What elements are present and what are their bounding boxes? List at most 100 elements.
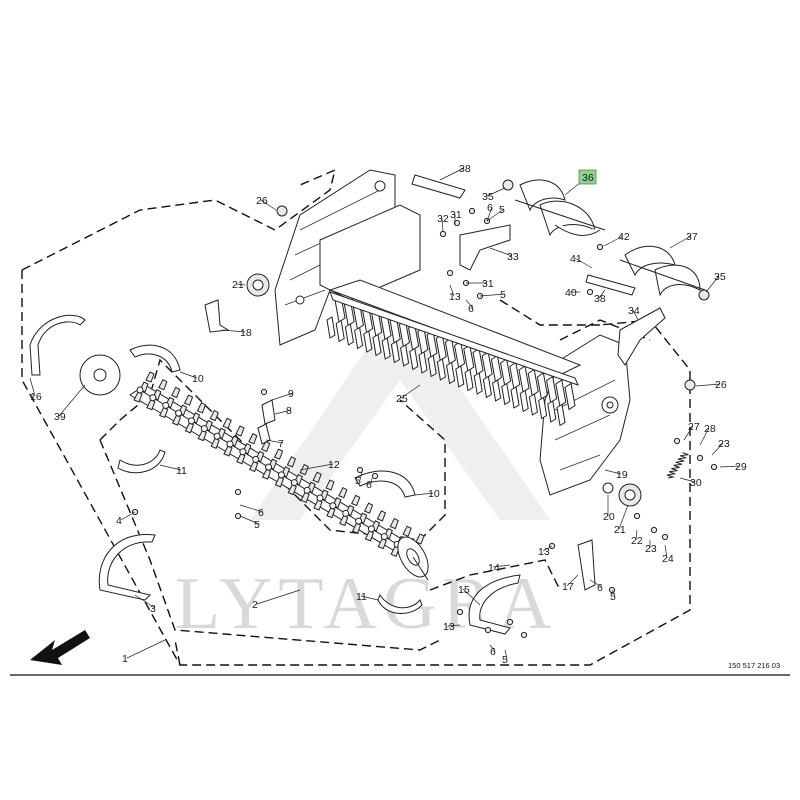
callout-labels: 1234555555666666789101011111213131314151… bbox=[30, 163, 747, 666]
callout-38[interactable]: 38 bbox=[459, 163, 471, 175]
pin-8 bbox=[261, 399, 276, 425]
callout-22[interactable]: 22 bbox=[631, 535, 643, 547]
spring-30 bbox=[666, 452, 689, 479]
callout-13[interactable]: 13 bbox=[538, 546, 550, 558]
callout-12[interactable]: 12 bbox=[328, 459, 340, 471]
bearing-21-right bbox=[618, 483, 642, 507]
bracket-17 bbox=[577, 539, 596, 591]
left-auger-part-36 bbox=[514, 179, 606, 237]
bearing-35-right bbox=[698, 289, 710, 301]
callout-33[interactable]: 33 bbox=[507, 251, 519, 263]
callout-26[interactable]: 26 bbox=[256, 195, 268, 207]
callout-7[interactable]: 7 bbox=[278, 438, 284, 450]
callout-13[interactable]: 13 bbox=[449, 291, 461, 303]
callout-6[interactable]: 6 bbox=[597, 582, 603, 594]
scraper-plate-38-right bbox=[585, 274, 636, 296]
callout-11[interactable]: 11 bbox=[356, 591, 367, 603]
callout-13[interactable]: 13 bbox=[443, 621, 455, 633]
bearing-35-left bbox=[502, 179, 514, 191]
scraper-plate-38-top bbox=[411, 174, 466, 199]
bearing-26-right bbox=[684, 379, 696, 391]
callout-6[interactable]: 6 bbox=[468, 303, 474, 315]
callout-6[interactable]: 6 bbox=[366, 479, 372, 491]
bearing-26-left bbox=[276, 205, 288, 217]
guard-11-left bbox=[117, 449, 166, 474]
callout-30[interactable]: 30 bbox=[690, 477, 702, 489]
callout-16[interactable]: 16 bbox=[30, 391, 42, 403]
callout-10[interactable]: 10 bbox=[192, 373, 204, 385]
callout-39[interactable]: 39 bbox=[54, 411, 66, 423]
callout-28[interactable]: 28 bbox=[704, 423, 716, 435]
watermark: LYTAGRA bbox=[175, 300, 551, 645]
spring-pin-7 bbox=[257, 423, 271, 445]
callout-14[interactable]: 14 bbox=[488, 562, 500, 574]
bearing-21-left bbox=[246, 273, 270, 297]
stripper-comb bbox=[326, 291, 579, 427]
callout-36[interactable]: 36 bbox=[582, 172, 594, 184]
callout-31[interactable]: 31 bbox=[450, 209, 462, 221]
callout-5[interactable]: 5 bbox=[355, 475, 361, 487]
callout-18[interactable]: 18 bbox=[240, 327, 252, 339]
rotor-assembly bbox=[129, 371, 429, 581]
callout-8[interactable]: 8 bbox=[286, 405, 292, 417]
leader-lines bbox=[29, 167, 741, 660]
callout-17[interactable]: 17 bbox=[562, 581, 574, 593]
callout-41[interactable]: 41 bbox=[570, 253, 582, 265]
seal-20 bbox=[602, 482, 614, 494]
bracket-33 bbox=[459, 224, 511, 271]
callout-11[interactable]: 11 bbox=[176, 465, 187, 477]
callout-35[interactable]: 35 bbox=[482, 191, 494, 203]
callout-23[interactable]: 23 bbox=[718, 438, 730, 450]
callout-5[interactable]: 5 bbox=[610, 591, 616, 603]
callout-9[interactable]: 9 bbox=[288, 388, 294, 400]
guard-10-top bbox=[129, 344, 181, 373]
highlighted-callout-box bbox=[578, 169, 597, 185]
fasteners bbox=[131, 207, 718, 639]
callout-37[interactable]: 37 bbox=[686, 231, 698, 243]
guard-11-bottom bbox=[377, 593, 423, 614]
drawing-number: 150 517 216 03 bbox=[728, 661, 780, 670]
bracket-34 bbox=[617, 307, 666, 366]
callout-15[interactable]: 15 bbox=[458, 584, 470, 596]
callout-29[interactable]: 29 bbox=[735, 461, 747, 473]
callout-2[interactable]: 2 bbox=[252, 599, 258, 611]
callout-6[interactable]: 6 bbox=[487, 202, 493, 214]
callout-10[interactable]: 10 bbox=[428, 488, 440, 500]
callout-6[interactable]: 6 bbox=[258, 507, 264, 519]
callout-20[interactable]: 20 bbox=[603, 511, 615, 523]
callout-23[interactable]: 23 bbox=[645, 543, 657, 555]
callout-6[interactable]: 6 bbox=[490, 646, 496, 658]
disc-39 bbox=[79, 354, 121, 396]
assembly-boundary bbox=[21, 168, 691, 666]
bracket-18 bbox=[204, 299, 230, 333]
callout-31[interactable]: 31 bbox=[482, 278, 494, 290]
callout-27[interactable]: 27 bbox=[688, 421, 700, 433]
callout-3[interactable]: 3 bbox=[150, 603, 156, 615]
skid-3 bbox=[98, 533, 156, 601]
callout-32[interactable]: 32 bbox=[437, 213, 449, 225]
callout-26[interactable]: 26 bbox=[715, 379, 727, 391]
callout-21[interactable]: 21 bbox=[232, 279, 244, 291]
callout-5[interactable]: 5 bbox=[499, 204, 505, 216]
callout-1[interactable]: 1 bbox=[122, 653, 128, 665]
callout-35[interactable]: 35 bbox=[714, 271, 726, 283]
callout-4[interactable]: 4 bbox=[116, 515, 122, 527]
callout-42[interactable]: 42 bbox=[618, 231, 630, 243]
right-auger-part-37 bbox=[619, 245, 706, 297]
callout-5[interactable]: 5 bbox=[254, 519, 260, 531]
callout-24[interactable]: 24 bbox=[662, 553, 674, 565]
callout-38[interactable]: 38 bbox=[594, 293, 606, 305]
callout-25[interactable]: 25 bbox=[396, 393, 408, 405]
skid-16 bbox=[29, 314, 86, 376]
callout-19[interactable]: 19 bbox=[616, 469, 628, 481]
travel-direction-arrow bbox=[30, 630, 90, 665]
callout-21[interactable]: 21 bbox=[614, 524, 626, 536]
callout-34[interactable]: 34 bbox=[628, 305, 640, 317]
callout-5[interactable]: 5 bbox=[500, 289, 506, 301]
rotor-tines bbox=[133, 371, 425, 565]
skid-15 bbox=[468, 574, 521, 635]
callout-40[interactable]: 40 bbox=[565, 287, 577, 299]
callout-5[interactable]: 5 bbox=[502, 654, 508, 666]
